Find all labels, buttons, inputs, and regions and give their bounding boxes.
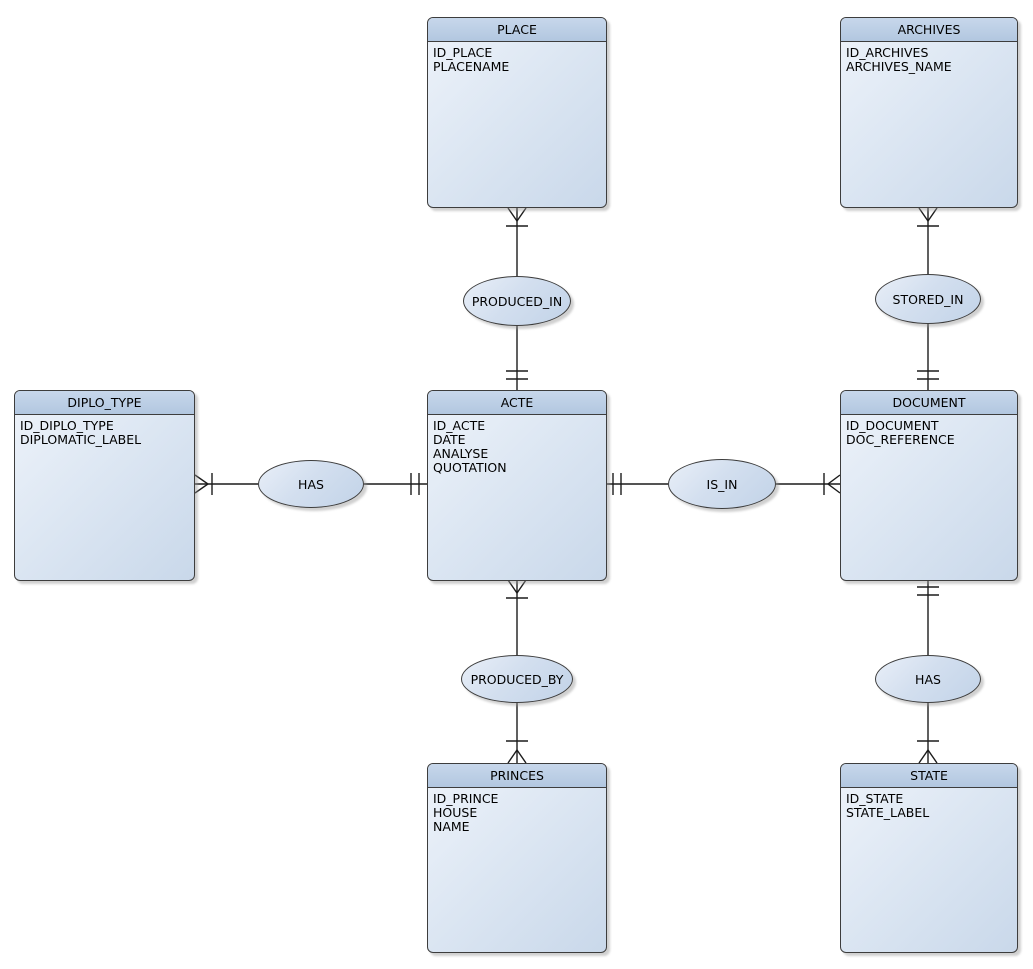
attribute: ARCHIVES_NAME — [846, 59, 952, 74]
attribute: ID_DIPLO_TYPE — [20, 418, 114, 433]
entity-document[interactable]: DOCUMENT ID_DOCUMENT DOC_REFERENCE — [840, 390, 1018, 581]
attribute: ID_DOCUMENT — [846, 418, 939, 433]
attribute: ID_STATE — [846, 791, 904, 806]
connector-produced_by-princes[interactable] — [506, 703, 528, 764]
attribute: ID_PLACE — [433, 45, 493, 60]
attribute: ANALYSE — [433, 446, 489, 461]
connector-is_in-document[interactable] — [776, 473, 841, 495]
attribute: STATE_LABEL — [846, 805, 930, 820]
attribute: DATE — [433, 432, 466, 447]
connector-produced_in-acte[interactable] — [506, 326, 528, 390]
relationship-produced-in[interactable]: PRODUCED_IN — [463, 276, 571, 326]
entity-place-title: PLACE — [428, 18, 606, 42]
entity-acte[interactable]: ACTE ID_ACTE DATE ANALYSE QUOTATION — [427, 390, 607, 581]
connector-has-state[interactable] — [917, 703, 939, 764]
entity-place[interactable]: PLACE ID_PLACE PLACENAME — [427, 17, 607, 208]
entity-state[interactable]: STATE ID_STATE STATE_LABEL — [840, 763, 1018, 953]
attribute: DIPLOMATIC_LABEL — [20, 432, 142, 447]
attribute: ID_ACTE — [433, 418, 486, 433]
attribute: DOC_REFERENCE — [846, 432, 955, 447]
attribute: ID_PRINCE — [433, 791, 499, 806]
attribute: ID_ARCHIVES — [846, 45, 929, 60]
relationship-produced-by[interactable]: PRODUCED_BY — [461, 655, 573, 703]
relationship-is-in[interactable]: IS_IN — [668, 459, 776, 509]
attribute: NAME — [433, 819, 470, 834]
connector-acte-is_in[interactable] — [607, 473, 668, 495]
connector-stored_in-document[interactable] — [917, 324, 939, 390]
relationship-stored-in[interactable]: STORED_IN — [875, 274, 981, 324]
relationship-has-diplo-type[interactable]: HAS — [258, 460, 364, 508]
entity-acte-title: ACTE — [428, 391, 606, 415]
connector-has-acte[interactable] — [364, 473, 427, 495]
entity-archives-title: ARCHIVES — [841, 18, 1017, 42]
entity-diplo-type-title: DIPLO_TYPE — [15, 391, 194, 415]
attribute: PLACENAME — [433, 59, 510, 74]
entity-diplo-type[interactable]: DIPLO_TYPE ID_DIPLO_TYPE DIPLOMATIC_LABE… — [14, 390, 195, 581]
connector-document-has[interactable] — [917, 580, 939, 655]
entity-archives[interactable]: ARCHIVES ID_ARCHIVES ARCHIVES_NAME — [840, 17, 1018, 208]
connector-archives-stored_in[interactable] — [917, 207, 939, 274]
entity-princes-title: PRINCES — [428, 764, 606, 788]
connector-place-produced_in[interactable] — [506, 207, 528, 276]
entity-document-title: DOCUMENT — [841, 391, 1017, 415]
entity-princes[interactable]: PRINCES ID_PRINCE HOUSE NAME — [427, 763, 607, 953]
attribute: QUOTATION — [433, 460, 507, 475]
relationship-has-state[interactable]: HAS — [875, 655, 981, 703]
connector-acte-produced_by[interactable] — [506, 579, 528, 655]
connector-diplo_type-has[interactable] — [194, 473, 258, 495]
attribute: HOUSE — [433, 805, 478, 820]
entity-state-title: STATE — [841, 764, 1017, 788]
